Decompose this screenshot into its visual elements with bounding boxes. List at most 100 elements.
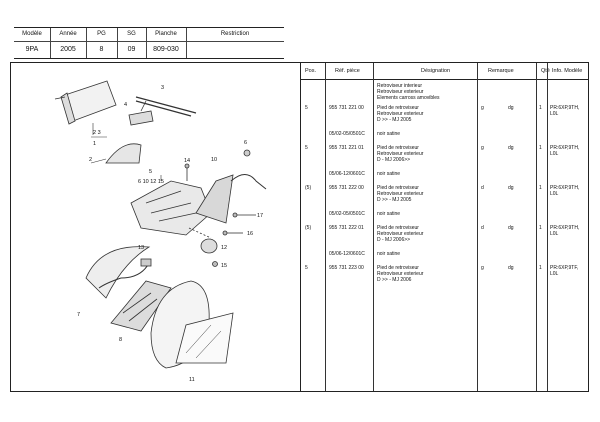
table-col-divider [373,63,374,391]
cell-remarque-side: g [481,105,484,111]
cell-ref: 05/06-12/0601C [329,171,365,177]
callout-8: 8 [119,337,122,343]
callout-14: 14 [184,158,190,164]
cell-designation-line: D >> - MJ 2005 [377,117,412,123]
cell-info-line: L0L [550,151,559,157]
cell-info-line: PR:6XP,9TF, [550,265,579,271]
cell-remarque-dg: dg [508,265,514,271]
cell-designation-line: Retroviseur exterieur [377,111,424,117]
cell-designation-line: Retroviseur exterieur [377,271,424,277]
cell-designation-line: D >> - MJ 2006 [377,277,412,283]
cell-pos: (5) [305,185,312,191]
cell-remarque-side: d [481,185,484,191]
cell-qte: 1 [539,145,542,151]
header-value-planche: 809-030 [153,46,179,53]
cell-qte: 1 [539,105,542,111]
cell-info-line: PR:6XP,9TH, [550,145,580,151]
cell-info-line: L0L [550,231,559,237]
cell-ref: 05/06-12/0601C [329,251,365,257]
cell-qte: 1 [539,225,542,231]
header-row-divider [14,41,284,42]
header-label-sg: SG [127,31,136,37]
col-ref: Réf. pièce [335,68,360,74]
header-label-modele: Modèle [22,31,42,37]
header-col-divider [117,28,118,58]
header-label-restriction: Restriction [220,31,250,37]
header-table: Modèle Année PG SG Planche Restriction 9… [14,27,284,59]
mirror-cover-shape [85,246,151,299]
cell-designation-line: Pied de retroviseur [377,225,419,231]
intro-line: Retroviseur interieur [377,83,423,89]
callout-16: 16 [247,231,253,237]
callout-12: 12 [221,245,227,251]
cell-designation-line: noir satine [377,171,401,177]
header-col-divider [86,28,87,58]
col-info: Info. Modèle [552,68,583,74]
parts-table-header: Pos. Réf. pièce Désignation Remarque Qté… [301,63,588,80]
cell-designation-line: D - MJ 2006>> [377,237,411,243]
cell-ref: 955 731 222 01 [329,225,364,231]
cell-pos: 5 [305,265,308,271]
cell-designation-line: D - MJ 2006>> [377,157,411,163]
header-label-planche: Planche [155,31,177,37]
cell-designation-line: noir satine [377,211,401,217]
cell-designation-line: Pied de retroviseur [377,185,419,191]
cell-pos: (5) [305,225,312,231]
cell-info-line: L0L [550,271,559,277]
col-remarque: Remarque [488,68,514,74]
cell-ref: 955 731 221 01 [329,145,364,151]
table-col-divider [477,63,478,391]
cell-designation-line: Retroviseur exterieur [377,231,424,237]
header-col-divider [50,28,51,58]
header-col-divider [146,28,147,58]
table-col-divider [325,63,326,391]
cell-remarque-dg: dg [508,145,514,151]
callout-4: 4 [124,102,127,108]
cell-remarque-side: d [481,225,484,231]
table-col-divider [536,63,537,391]
table-col-divider [547,63,548,391]
cell-ref: 05/02-05/0501C [329,131,365,137]
callout-11: 11 [189,377,195,383]
main-frame: 3 4 2 3 1 2 6 14 10 5 6 10 12 15 17 16 1… [10,62,589,392]
callout-5: 5 [149,169,152,175]
callout-6: 6 [244,140,247,146]
cell-info-line: PR:6XP,9TH, [550,185,580,191]
cell-info-line: L0L [550,111,559,117]
cell-designation-line: Retroviseur exterieur [377,151,424,157]
header-value-modele: 9PA [25,46,39,53]
cell-info-line: L0L [550,191,559,197]
header-value-annee: 2005 [60,46,76,53]
cell-info-line: PR:6XP,9TH, [550,225,580,231]
callout-10: 10 [211,157,217,163]
cell-remarque-dg: dg [508,105,514,111]
callout-7: 7 [77,312,80,318]
cell-designation-line: D >> - MJ 2005 [377,197,412,203]
callout-1: 1 [93,141,96,147]
intro-line: Retroviseur exterieur [377,89,424,95]
header-value-sg: 09 [127,46,136,53]
cell-pos: 5 [305,145,308,151]
cell-qte: 1 [539,185,542,191]
cell-ref: 955 731 223 00 [329,265,364,271]
header-label-annee: Année [59,31,77,37]
cell-ref: 955 731 221 00 [329,105,364,111]
mirror-cap-shape [105,143,142,164]
cell-info-line: PR:6XP,9TH, [550,105,580,111]
cell-remarque-side: g [481,265,484,271]
header-value-pg: 8 [99,46,104,53]
frame-divider [300,63,301,391]
cell-remarque-side: g [481,145,484,151]
exploded-parts-diagram: 3 4 2 3 1 2 6 14 10 5 6 10 12 15 17 16 1… [54,80,267,383]
cell-ref: 955 731 222 00 [329,185,364,191]
cell-designation-line: Pied de retroviseur [377,105,419,111]
callout-13: 13 [138,245,144,251]
callout-3: 3 [161,85,164,91]
cell-remarque-dg: dg [508,225,514,231]
cell-designation-line: noir satine [377,131,401,137]
cell-ref: 05/02-05/0501C [329,211,365,217]
cell-remarque-dg: dg [508,185,514,191]
callout-15: 15 [221,263,227,269]
cell-designation-line: Pied de retroviseur [377,265,419,271]
callout-2: 2 [89,157,92,163]
